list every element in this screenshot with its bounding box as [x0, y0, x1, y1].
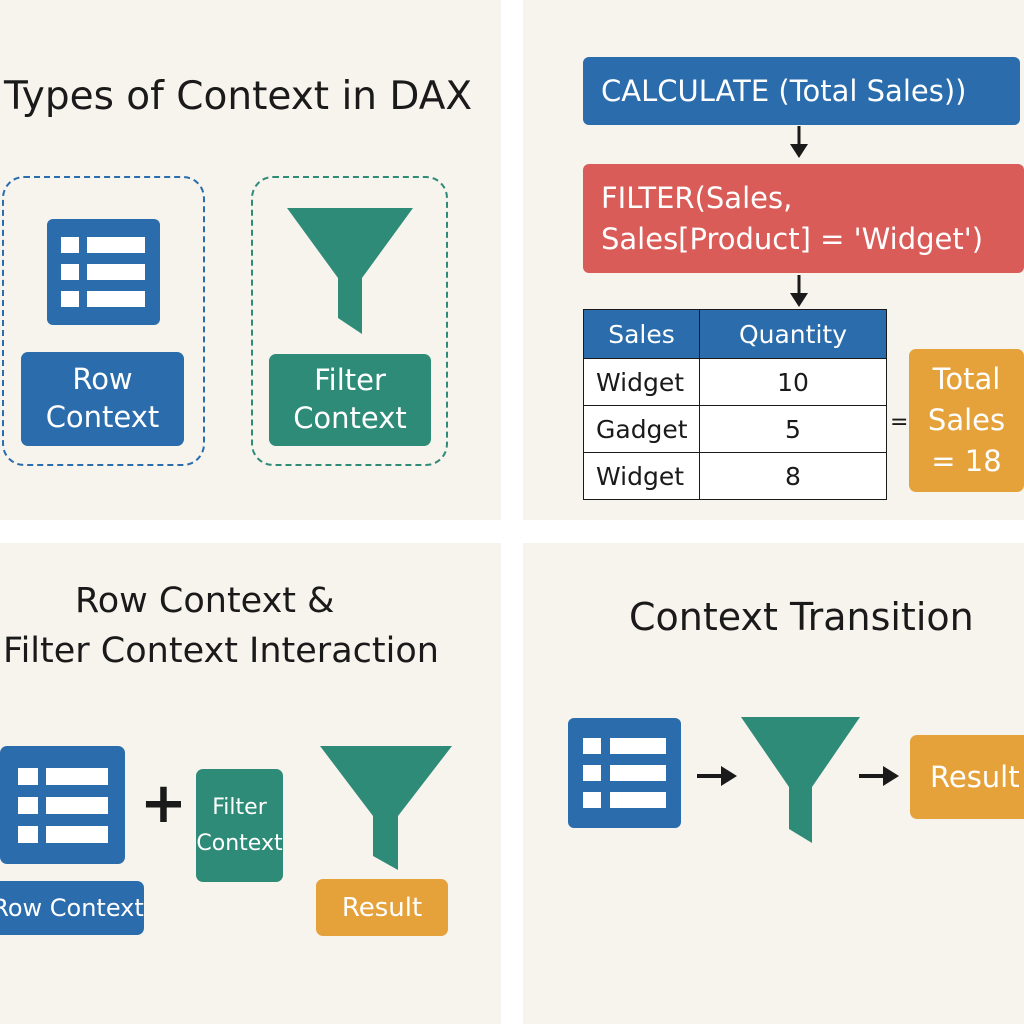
types-title: Types of Context in DAX [4, 74, 473, 119]
row-context-label: Row Context [0, 894, 144, 922]
filter-line-2: Sales[Product] = 'Widget') [601, 221, 984, 256]
filter-context-line-2: Context [196, 830, 283, 856]
table-icon [47, 219, 160, 325]
arrow-right-icon [697, 766, 737, 786]
panel-interaction: Row Context & Filter Context Interaction… [0, 543, 501, 1024]
cell-product: Widget [583, 358, 700, 406]
total-line-2: Sales [927, 402, 1006, 437]
row-context-line-1: Row [72, 362, 133, 397]
result-label: Result [930, 760, 1020, 794]
panel-calculate-example: CALCULATE (Total Sales)) FILTER(Sales, S… [523, 0, 1024, 520]
row-context-line-2: Context [45, 400, 160, 434]
transition-title: Context Transition [629, 595, 974, 639]
sales-table: Sales Quantity Widget 10 Gadget 5 Widget… [583, 309, 887, 500]
total-line-1: Total [932, 361, 1001, 396]
header-sales: Sales [583, 309, 700, 359]
funnel-icon [741, 717, 860, 843]
total-line-3: = 18 [931, 444, 1002, 479]
table-row: Widget 8 [583, 452, 887, 500]
filter-context-line-2: Context [293, 401, 407, 435]
result-box: Result [910, 735, 1024, 819]
filter-context-box: Filter Context [196, 769, 283, 882]
cell-product: Widget [583, 452, 700, 500]
filter-context-line-1: Filter [212, 795, 267, 821]
calculate-box: CALCULATE (Total Sales)) [583, 57, 1020, 125]
filter-context-line-1: Filter [314, 363, 386, 398]
panel-context-transition: Context Transition Result [523, 543, 1024, 1024]
table-icon [0, 746, 125, 864]
filter-line-1: FILTER(Sales, [601, 180, 793, 215]
equals-sign: = [890, 410, 909, 435]
panel-types-of-context: Types of Context in DAX Row Context Filt… [0, 0, 501, 520]
filter-context-label-box: Filter Context [269, 354, 431, 446]
table-header-row: Sales Quantity [583, 309, 887, 359]
filter-context-group [251, 176, 448, 466]
arrow-down-icon [790, 126, 808, 158]
filter-expression-box: FILTER(Sales, Sales[Product] = 'Widget') [583, 164, 1024, 273]
cell-quantity: 8 [699, 452, 887, 500]
result-box: Result [316, 879, 448, 936]
arrow-right-icon [859, 766, 899, 786]
table-icon [568, 718, 681, 828]
total-sales-box: Total Sales = 18 [909, 349, 1024, 492]
result-label: Result [341, 892, 423, 923]
interaction-title-line-2: Filter Context Interaction [3, 631, 439, 671]
row-context-label-box: Row Context [21, 352, 184, 446]
header-quantity: Quantity [699, 309, 887, 359]
table-row: Gadget 5 [583, 405, 887, 453]
row-context-group [2, 176, 205, 466]
arrow-down-icon [790, 275, 808, 307]
plus-sign: + [140, 771, 187, 836]
cell-product: Gadget [583, 405, 700, 453]
funnel-icon [287, 208, 413, 334]
cell-quantity: 5 [699, 405, 887, 453]
row-context-label-box: Row Context [0, 881, 144, 935]
funnel-icon [320, 746, 452, 870]
table-row: Widget 10 [583, 358, 887, 406]
calculate-text: CALCULATE (Total Sales)) [601, 74, 967, 108]
interaction-title-line-1: Row Context & [75, 581, 335, 621]
cell-quantity: 10 [699, 358, 887, 406]
